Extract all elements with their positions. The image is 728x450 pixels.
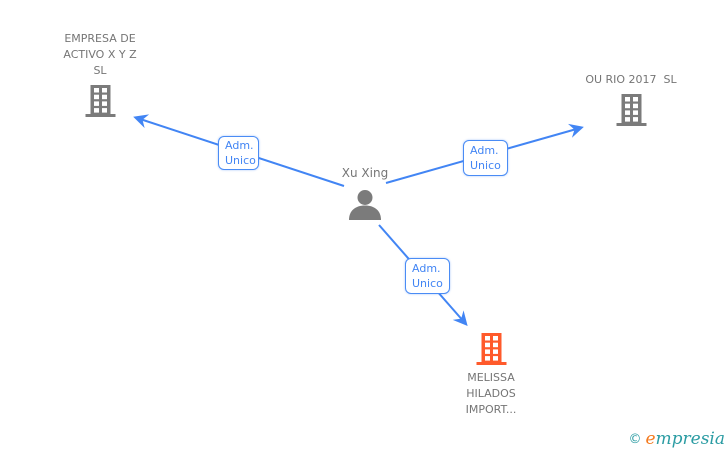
company-name: EMPRESA DE ACTIVO X Y Z SL [63,31,136,79]
company-name-line: IMPORT... [465,403,517,416]
edge-label-line: Adm. [225,139,254,152]
company-name-line: SL [93,64,107,77]
company-name-line: MELISSA [467,371,515,384]
building-icon [85,85,115,117]
company-name-line: EMPRESA DE [64,32,136,45]
person-node-xu-xing[interactable]: Xu Xing [323,165,407,220]
edge-label-adm-unico-bottom: Adm. Unico [405,258,450,294]
company-name-line: OU RIO 2017 SL [585,73,677,86]
company-name-line: HILADOS [466,387,516,400]
company-node-ou-rio-2017[interactable]: OU RIO 2017 SL [579,72,683,126]
edge-label-adm-unico-left: Adm. Unico [218,136,259,170]
edge-label-line: Adm. [412,262,441,275]
brand-initial: e [645,429,656,449]
building-icon [476,333,506,365]
company-name-line: ACTIVO X Y Z [63,48,137,61]
edge-label-line: Adm. [470,144,499,157]
brand-rest: mpresia [655,429,726,449]
edge-label-line: Unico [470,159,501,172]
edge-label-line: Unico [412,277,443,290]
company-name: OU RIO 2017 SL [585,72,676,88]
company-name: MELISSA HILADOS IMPORT... [466,370,517,418]
building-icon [616,94,646,126]
company-node-empresa-de-activo[interactable]: EMPRESA DE ACTIVO X Y Z SL [52,31,148,117]
brand-wordmark: empresia [645,430,725,448]
edge-label-line: Unico [225,154,256,167]
person-name: Xu Xing [341,166,389,180]
copyright-icon: © [628,431,642,447]
edge-label-adm-unico-right: Adm. Unico [463,140,508,176]
empresia-logo[interactable]: © empresia [628,430,725,448]
company-node-melissa-hilados[interactable]: MELISSA HILADOS IMPORT... [443,333,539,418]
person-icon [349,190,381,220]
